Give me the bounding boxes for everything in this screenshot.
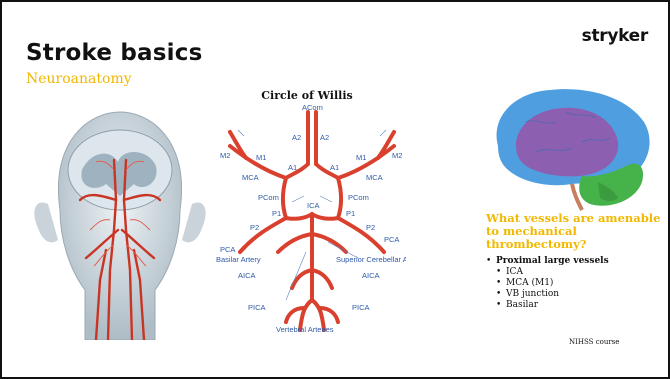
label-basilar-artery: Basilar Artery (216, 255, 261, 264)
stryker-logo: stryker (582, 26, 648, 46)
label-aica-left: AICA (238, 271, 256, 280)
label-p1-right: P1 (346, 209, 355, 218)
label-a1-right: A1 (330, 163, 339, 172)
label-pica-right: PICA (352, 303, 370, 312)
diagram-title: Circle of Willis (217, 89, 397, 102)
slide-subtitle: Neuroanatomy (26, 71, 132, 87)
label-p1-left: P1 (272, 209, 281, 218)
list-item: •ICA (486, 267, 609, 278)
vessel-list: • Proximal large vessels •ICA •MCA (M1) … (486, 256, 609, 311)
label-m1-right: M1 (356, 153, 366, 162)
footer-text: NIHSS course (569, 338, 619, 346)
label-pica-left: PICA (248, 303, 266, 312)
list-bullet-row: • Proximal large vessels (486, 256, 609, 267)
thrombectomy-question: What vessels are amenable to mechanical … (486, 212, 661, 251)
label-m2-left: M2 (220, 151, 230, 160)
label-mca-left: MCA (242, 173, 259, 182)
label-vertebral-arteries: Vertebral Arteries (276, 325, 334, 334)
label-a1-left: A1 (288, 163, 297, 172)
list-item: •Basilar (486, 300, 609, 311)
label-a2-right: A2 (320, 133, 329, 142)
circle-of-willis-diagram: ACom A2 A2 M2 M2 M1 M1 MCA MCA A1 A1 PCo… (216, 102, 406, 342)
bullet-dot: • (486, 256, 496, 267)
head-artery-illustration (30, 100, 210, 340)
label-pca-left: PCA (220, 245, 235, 254)
label-a2-left: A2 (292, 133, 301, 142)
label-pcom-left: PCom (258, 193, 279, 202)
label-p2-left: P2 (250, 223, 259, 232)
label-pcom-right: PCom (348, 193, 369, 202)
list-item: •VB junction (486, 289, 609, 300)
label-mca-right: MCA (366, 173, 383, 182)
slide-title: Stroke basics (26, 40, 202, 66)
label-acom: ACom (302, 103, 323, 112)
brain-lobes-illustration (486, 82, 656, 212)
label-ica: ICA (307, 201, 320, 210)
list-item: •MCA (M1) (486, 278, 609, 289)
label-m1-left: M1 (256, 153, 266, 162)
label-m2-right: M2 (392, 151, 402, 160)
label-superior-cerebellar-arteries: Superior Cerebellar Arteries (336, 255, 406, 264)
label-aica-right: AICA (362, 271, 380, 280)
label-p2-right: P2 (366, 223, 375, 232)
list-heading: Proximal large vessels (496, 256, 609, 267)
label-pca-right: PCA (384, 235, 399, 244)
